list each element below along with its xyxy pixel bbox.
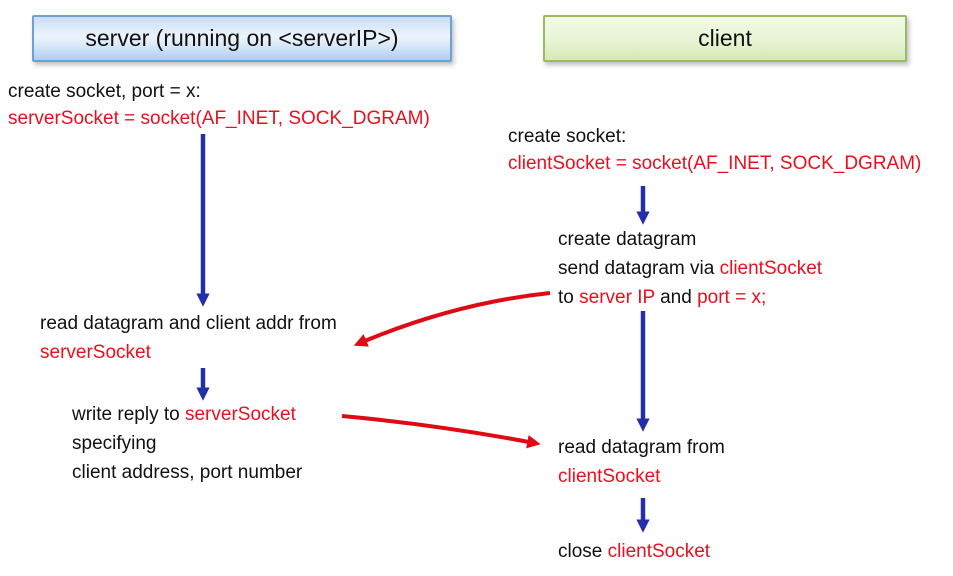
client-header-box: client [543, 15, 907, 62]
client-send-line3-and: and [654, 287, 698, 308]
client-read-datagram-step: read datagram from clientSocket [558, 433, 725, 491]
client-send-datagram-step: create datagram send datagram via client… [558, 225, 822, 312]
server-create-code: serverSocket = socket(AF_INET, SOCK_DGRA… [8, 108, 430, 129]
client-close-text: close [558, 541, 608, 562]
server-header-box: server (running on <serverIP>) [32, 15, 452, 62]
request-datagram-arrow [353, 291, 551, 347]
server-write-line1: write reply to serverSocket [72, 400, 302, 429]
client-close-socket-step: close clientSocket [558, 538, 710, 566]
client-create-socket-step: create socket: clientSocket = socket(AF_… [508, 123, 921, 177]
server-write-line3: client address, port number [72, 462, 303, 483]
server-write-reply-step: write reply to serverSocket specifying c… [72, 400, 302, 487]
client-send-line3-server-ip: server IP [579, 287, 655, 308]
client-send-line2-socket: clientSocket [719, 258, 823, 279]
client-send-line1: create datagram [558, 229, 697, 250]
reply-datagram-arrow [341, 414, 541, 449]
client-send-line2-text: send datagram via [558, 258, 720, 279]
server-write-line1-text: write reply to [72, 404, 185, 425]
client-read-socket: clientSocket [558, 466, 661, 487]
client-send-line3-to: to [558, 287, 580, 308]
server-create-socket-step: create socket, port = x: serverSocket = … [8, 78, 430, 132]
client-header-label: client [698, 25, 752, 51]
client-create-code: clientSocket = socket(AF_INET, SOCK_DGRA… [508, 153, 922, 174]
client-send-line3-port: port = x; [697, 287, 767, 308]
server-header-label: server (running on <serverIP>) [85, 25, 399, 51]
client-close-socket-name: clientSocket [607, 541, 711, 562]
client-read-line1: read datagram from [558, 437, 725, 458]
server-create-line: create socket, port = x: [8, 81, 201, 102]
client-create-line: create socket: [508, 126, 627, 147]
client-send-line3: to server IP and port = x; [558, 283, 822, 312]
server-read-datagram-step: read datagram and client addr from serve… [40, 309, 337, 367]
server-read-socket: serverSocket [40, 342, 151, 363]
client-send-line2: send datagram via clientSocket [558, 254, 822, 283]
server-read-line1: read datagram and client addr from [40, 313, 337, 334]
server-write-line2: specifying [72, 433, 157, 454]
server-write-line1-socket: serverSocket [184, 404, 296, 425]
